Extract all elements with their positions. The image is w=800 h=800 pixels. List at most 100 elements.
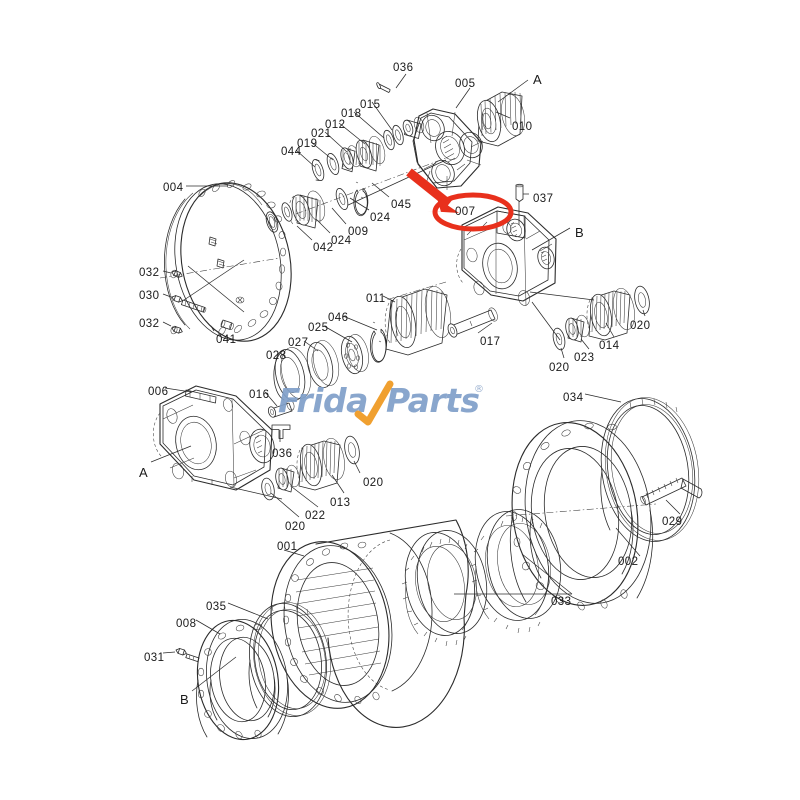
part-037-pin	[515, 183, 524, 202]
part-046-snap-ring	[369, 321, 387, 363]
leader-lines-006	[150, 387, 361, 518]
callout-011: 011	[366, 293, 386, 305]
part-001-ring-gear-drum	[270, 519, 469, 728]
part-008-ring	[196, 619, 289, 741]
part-020-washer-right	[634, 285, 650, 315]
part-028-ring	[273, 347, 312, 401]
part-023-gear	[565, 314, 590, 343]
callout-041: 041	[216, 334, 237, 346]
callout-024-upper: 024	[370, 212, 391, 224]
callout-024-lower: 024	[331, 235, 352, 247]
leader-lines-top	[295, 73, 529, 241]
highlight-arrow	[406, 168, 459, 213]
callout-010: 010	[512, 121, 533, 133]
callout-004: 004	[163, 182, 184, 194]
part-033-bearing-left	[401, 530, 488, 647]
part-036-pin-top	[376, 82, 391, 93]
callout-009: 009	[348, 226, 369, 238]
callout-045: 045	[391, 199, 412, 211]
leader-037-B	[518, 193, 571, 251]
callout-013: 013	[330, 497, 351, 509]
callout-044: 044	[281, 146, 302, 158]
callout-021: 021	[311, 128, 332, 140]
callout-012: 012	[325, 119, 346, 131]
callout-015: 015	[360, 99, 381, 111]
part-014-gear	[586, 288, 635, 341]
callout-033: 033	[551, 596, 572, 608]
part-024-washer-lower	[281, 202, 293, 222]
callout-014: 014	[599, 340, 620, 352]
part-022-gear	[275, 464, 300, 493]
callout-036-lower: 036	[272, 448, 293, 460]
callout-002: 002	[618, 556, 639, 568]
callout-B-middle: B	[575, 225, 585, 240]
part-009-gear	[288, 190, 326, 229]
part-011-gear	[384, 286, 452, 356]
part-025-bearing	[340, 334, 369, 375]
callout-028: 028	[266, 350, 287, 362]
callout-019: 019	[297, 138, 318, 150]
callout-006: 006	[148, 386, 169, 398]
part-018-washer	[383, 129, 395, 151]
part-027-seal	[306, 340, 340, 388]
part-021-spacer	[340, 145, 361, 173]
highlight-part-number: 007	[455, 206, 476, 218]
part-007-main-housing	[456, 206, 557, 307]
callout-018: 018	[341, 108, 362, 120]
callout-023: 023	[574, 352, 595, 364]
part-031-bolt	[174, 647, 200, 662]
leader-lines-middle	[281, 291, 646, 359]
part-036-key-lower	[271, 424, 291, 439]
part-004-housing	[159, 180, 292, 342]
callout-046: 046	[328, 312, 349, 324]
callout-020-bottom: 020	[285, 521, 306, 533]
part-002-flange-ring	[505, 420, 657, 611]
part-032-bolt-top	[170, 269, 184, 279]
callout-020-right: 020	[630, 320, 651, 332]
callout-022: 022	[305, 510, 326, 522]
part-013-gear	[296, 438, 345, 491]
part-006-housing	[153, 385, 275, 491]
callout-027: 027	[288, 337, 309, 349]
callout-029: 029	[662, 516, 683, 528]
center-lines	[295, 157, 447, 301]
part-030-long-bolt	[170, 294, 207, 313]
leader-lines-bottom	[162, 393, 681, 692]
part-041-plug	[220, 319, 234, 331]
callout-B-bottom: B	[180, 692, 190, 707]
callout-034: 034	[563, 392, 584, 404]
callout-032-bottom: 032	[139, 318, 160, 330]
callout-008: 008	[176, 618, 197, 630]
part-045-snap-ring	[353, 181, 369, 217]
part-018b-washer	[392, 124, 404, 146]
part-005-planet-carrier	[412, 108, 484, 190]
part-024-washer-upper	[335, 188, 349, 210]
part-015-bushing	[402, 116, 425, 139]
part-032-bolt-bottom	[170, 325, 184, 335]
callout-030: 030	[139, 290, 160, 302]
part-044-washer	[311, 159, 325, 181]
callout-036-top: 036	[393, 62, 414, 74]
leader-lines-left-bolts	[162, 185, 245, 332]
part-033-bearing-right	[470, 509, 562, 634]
callout-025: 025	[308, 322, 329, 334]
callout-001: 001	[277, 541, 298, 553]
callout-035: 035	[206, 601, 227, 613]
part-029-bolt	[640, 477, 703, 506]
part-020-washer-gear	[344, 435, 360, 465]
callout-017: 017	[480, 336, 501, 348]
part-020-washer-bottom	[261, 477, 275, 501]
callout-A-left: A	[139, 465, 149, 480]
callout-016: 016	[249, 389, 270, 401]
part-012-gear	[355, 135, 386, 172]
part-016-pin	[267, 399, 295, 418]
highlight-ellipse	[432, 192, 514, 232]
callout-A-top: A	[533, 72, 543, 87]
part-034-seal-ring	[600, 397, 700, 542]
part-017-shaft	[447, 307, 498, 338]
part-035-seal	[248, 602, 331, 718]
callout-020-lower-mid: 020	[549, 362, 570, 374]
callout-042: 042	[313, 242, 334, 254]
